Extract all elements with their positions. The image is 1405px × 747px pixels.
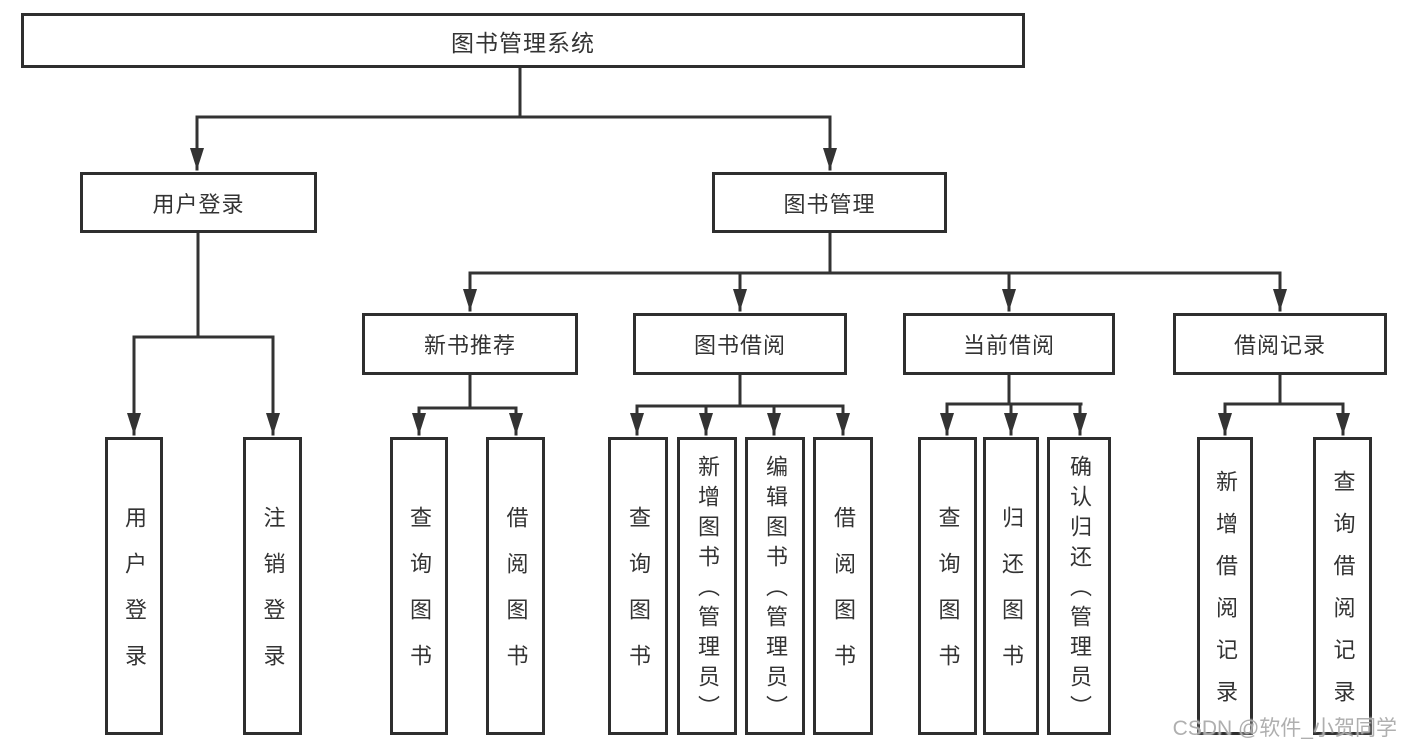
leaf-user-login: 用户登录 — [105, 437, 163, 735]
node-new-book-recommendation: 新书推荐 — [362, 313, 578, 375]
leaf-return-book: 归还图书 — [983, 437, 1039, 735]
node-book-borrowing-label: 图书借阅 — [693, 333, 786, 358]
leaf-add-book-admin-label: 新增图书（管理员） — [695, 455, 720, 725]
node-root: 图书管理系统 — [21, 13, 1025, 68]
leaf-confirm-return-admin-label: 确认归还（管理员） — [1067, 455, 1092, 725]
leaf-query-books-borrowing-label: 查询图书 — [626, 506, 651, 690]
leaf-query-books-current: 查询图书 — [918, 437, 977, 735]
leaf-query-books-current-label: 查询图书 — [935, 506, 961, 690]
leaf-add-borrow-record-label: 新增借阅记录 — [1213, 470, 1238, 722]
node-book-borrowing: 图书借阅 — [633, 313, 847, 375]
leaf-query-books-borrowing: 查询图书 — [608, 437, 668, 735]
leaf-borrow-books-recommend-label: 借阅图书 — [503, 506, 529, 690]
leaf-borrow-books-recommend: 借阅图书 — [486, 437, 545, 735]
leaf-return-book-label: 归还图书 — [999, 506, 1024, 690]
node-book-management: 图书管理 — [712, 172, 947, 233]
node-borrowing-records: 借阅记录 — [1173, 313, 1387, 375]
leaf-logout-login: 注销登录 — [243, 437, 302, 735]
leaf-query-borrow-record: 查询借阅记录 — [1313, 437, 1372, 735]
node-root-label: 图书管理系统 — [451, 29, 595, 56]
watermark: CSDN @软件_小贺同学 — [1172, 717, 1397, 740]
node-current-borrowing-label: 当前借阅 — [962, 333, 1055, 358]
leaf-borrow-books-borrowing-label: 借阅图书 — [831, 506, 856, 690]
leaf-query-books-recommend-label: 查询图书 — [407, 506, 432, 690]
leaf-edit-book-admin-label: 编辑图书（管理员） — [763, 455, 788, 725]
node-book-management-label: 图书管理 — [783, 191, 876, 217]
node-borrowing-records-label: 借阅记录 — [1233, 333, 1326, 358]
leaf-logout-login-label: 注销登录 — [260, 506, 286, 690]
node-user-login: 用户登录 — [80, 172, 317, 233]
node-new-book-recommendation-label: 新书推荐 — [423, 333, 516, 358]
leaf-user-login-label: 用户登录 — [122, 506, 147, 690]
leaf-add-borrow-record: 新增借阅记录 — [1197, 437, 1253, 735]
node-user-login-label: 用户登录 — [152, 191, 245, 217]
leaf-confirm-return-admin: 确认归还（管理员） — [1047, 437, 1111, 735]
node-current-borrowing: 当前借阅 — [903, 313, 1115, 375]
leaf-edit-book-admin: 编辑图书（管理员） — [745, 437, 805, 735]
leaf-add-book-admin: 新增图书（管理员） — [677, 437, 737, 735]
leaf-query-borrow-record-label: 查询借阅记录 — [1330, 470, 1356, 722]
leaf-borrow-books-borrowing: 借阅图书 — [813, 437, 873, 735]
leaf-query-books-recommend: 查询图书 — [390, 437, 448, 735]
